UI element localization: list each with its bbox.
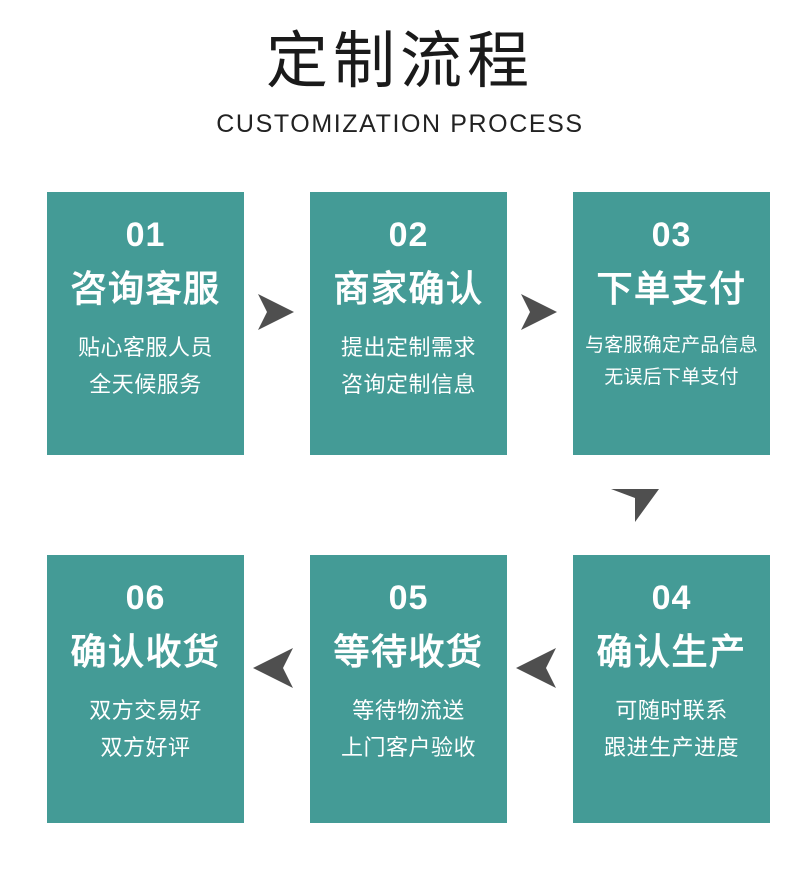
step-description-line: 等待物流送 — [352, 698, 465, 724]
step-card-01[interactable]: 01 咨询客服 贴心客服人员 全天候服务 — [47, 192, 244, 455]
process-row-top: 01 咨询客服 贴心客服人员 全天候服务 02 商家确认 提出定制需求 咨询定制… — [47, 192, 770, 455]
arrow-down-icon — [609, 486, 661, 524]
step-description: 等待物流送 上门客户验收 — [341, 693, 476, 766]
step-card-03[interactable]: 03 下单支付 与客服确定产品信息 无误后下单支付 — [573, 192, 770, 455]
step-description-line: 跟进生产进度 — [603, 734, 739, 760]
step-card-05[interactable]: 05 等待收货 等待物流送 上门客户验收 — [310, 555, 507, 823]
step-description: 双方交易好 双方好评 — [89, 693, 202, 766]
arrow-left-icon — [248, 643, 298, 693]
step-number: 06 — [125, 579, 166, 617]
row-connector — [47, 455, 770, 555]
step-description-line: 全天候服务 — [89, 371, 202, 397]
step-number: 05 — [388, 579, 429, 617]
step-number: 02 — [388, 216, 429, 254]
step-description-line: 贴心客服人员 — [77, 335, 213, 361]
step-description-line: 双方好评 — [100, 734, 191, 760]
step-description-line: 可随时联系 — [615, 698, 728, 724]
page-subtitle: CUSTOMIZATION PROCESS — [216, 110, 584, 139]
step-number: 01 — [125, 216, 166, 254]
arrow-left-icon — [511, 643, 561, 693]
arrow-right-icon — [254, 290, 298, 334]
step-description-line: 提出定制需求 — [340, 335, 476, 361]
step-title: 确认收货 — [70, 631, 221, 672]
step-description-line: 无误后下单支付 — [604, 366, 739, 388]
step-title: 咨询客服 — [70, 268, 221, 309]
step-description-line: 咨询定制信息 — [340, 371, 476, 397]
step-card-02[interactable]: 02 商家确认 提出定制需求 咨询定制信息 — [310, 192, 507, 455]
step-title: 商家确认 — [333, 268, 484, 309]
step-description: 可随时联系 跟进生产进度 — [604, 693, 739, 766]
step-description: 提出定制需求 咨询定制信息 — [341, 330, 476, 403]
step-card-04[interactable]: 04 确认生产 可随时联系 跟进生产进度 — [573, 555, 770, 823]
step-description: 贴心客服人员 全天候服务 — [78, 330, 213, 403]
step-title: 等待收货 — [333, 631, 484, 672]
step-description-line: 双方交易好 — [89, 698, 202, 724]
step-number: 04 — [651, 579, 692, 617]
step-card-06[interactable]: 06 确认收货 双方交易好 双方好评 — [47, 555, 244, 823]
step-number: 03 — [651, 216, 692, 254]
step-description-line: 上门客户验收 — [340, 734, 476, 760]
page-title: 定制流程 — [265, 27, 534, 96]
step-description-line: 与客服确定产品信息 — [585, 335, 758, 357]
step-title: 确认生产 — [596, 631, 747, 672]
header: 定制流程 CUSTOMIZATION PROCESS — [0, 0, 800, 139]
step-description: 与客服确定产品信息 无误后下单支付 — [585, 330, 758, 393]
step-title: 下单支付 — [596, 268, 747, 309]
arrow-right-icon — [517, 290, 561, 334]
process-flow: 01 咨询客服 贴心客服人员 全天候服务 02 商家确认 提出定制需求 咨询定制… — [47, 192, 770, 823]
process-row-bottom: 06 确认收货 双方交易好 双方好评 05 等待收货 等待物流送 上门客户验收 … — [47, 555, 770, 823]
